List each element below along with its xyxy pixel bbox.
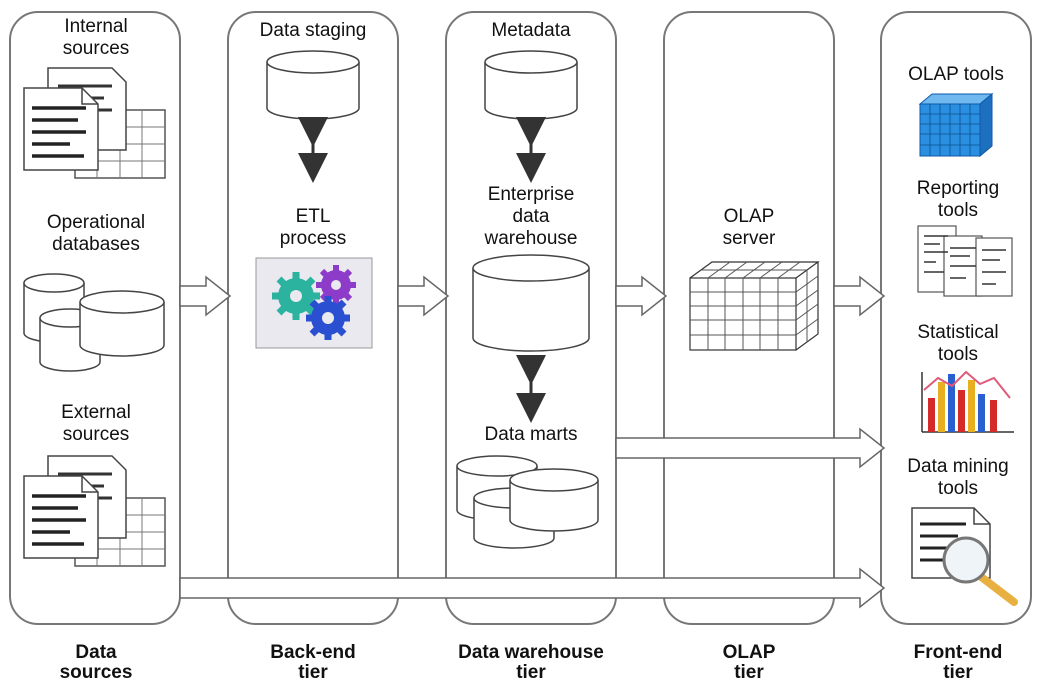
operational-label-2: databases — [52, 234, 140, 255]
gears-icon — [255, 257, 373, 349]
etl-label-2: process — [280, 228, 347, 249]
back-end-tier-label-1: Back-end — [270, 642, 356, 663]
documents-icon — [23, 67, 166, 179]
statistical-tools-label-2: tools — [938, 344, 978, 365]
data-warehouse-tier-label-2: tier — [516, 662, 546, 683]
data-sources-flow-arrow — [179, 567, 886, 609]
data-mining-tools-label-1: Data mining — [907, 456, 1008, 477]
edw-label-2: data — [513, 206, 550, 227]
flow-arrow — [833, 275, 886, 317]
data-sources-panel — [9, 11, 181, 625]
front-end-tier-label-1: Front-end — [914, 642, 1003, 663]
report-documents-icon — [917, 225, 1013, 297]
edw-label-1: Enterprise — [488, 184, 575, 205]
flow-arrow — [397, 275, 450, 317]
olap-tools-cube-icon — [918, 92, 994, 158]
data-warehouse-panel — [445, 11, 617, 625]
statistics-chart-icon — [921, 370, 1014, 433]
operational-label-1: Operational — [47, 212, 145, 233]
data-staging-label: Data staging — [260, 20, 367, 41]
back-end-tier-label-2: tier — [298, 662, 328, 683]
documents-icon — [23, 455, 166, 567]
front-end-tier-label-2: tier — [943, 662, 973, 683]
olap-cube-icon — [689, 261, 820, 351]
database-cylinders-icon — [23, 273, 165, 372]
metadata-label: Metadata — [491, 20, 571, 41]
olap-tools-label: OLAP tools — [908, 64, 1004, 85]
olap-server-label-1: OLAP — [724, 206, 775, 227]
external-sources-label-2: sources — [63, 424, 130, 445]
back-end-panel — [227, 11, 399, 625]
front-end-panel — [880, 11, 1032, 625]
staging-database-icon — [266, 50, 360, 120]
external-sources-label-1: External — [61, 402, 131, 423]
olap-panel — [663, 11, 835, 625]
internal-sources-label-1: Internal — [64, 16, 127, 37]
edw-label-3: warehouse — [484, 228, 578, 249]
olap-tier-label-1: OLAP — [723, 642, 776, 663]
enterprise-warehouse-database-icon — [472, 254, 590, 352]
flow-arrow — [179, 275, 232, 317]
data-marts-label: Data marts — [485, 424, 578, 445]
olap-tier-label-2: tier — [734, 662, 764, 683]
data-marts-cylinders-icon — [456, 455, 599, 549]
reporting-tools-label-2: tools — [938, 200, 978, 221]
data-warehouse-tier-label-1: Data warehouse — [458, 642, 604, 663]
etl-label-1: ETL — [296, 206, 331, 227]
data-marts-flow-arrow — [615, 427, 886, 469]
flow-arrow — [615, 275, 668, 317]
reporting-tools-label-1: Reporting — [917, 178, 999, 199]
statistical-tools-label-1: Statistical — [917, 322, 998, 343]
data-sources-tier-label-1: Data — [75, 642, 117, 663]
internal-sources-label-2: sources — [63, 38, 130, 59]
metadata-database-icon — [484, 50, 578, 120]
data-sources-tier-label-2: sources — [60, 662, 133, 683]
data-mining-tools-label-2: tools — [938, 478, 978, 499]
magnifier-document-icon — [911, 507, 1018, 606]
olap-server-label-2: server — [723, 228, 776, 249]
